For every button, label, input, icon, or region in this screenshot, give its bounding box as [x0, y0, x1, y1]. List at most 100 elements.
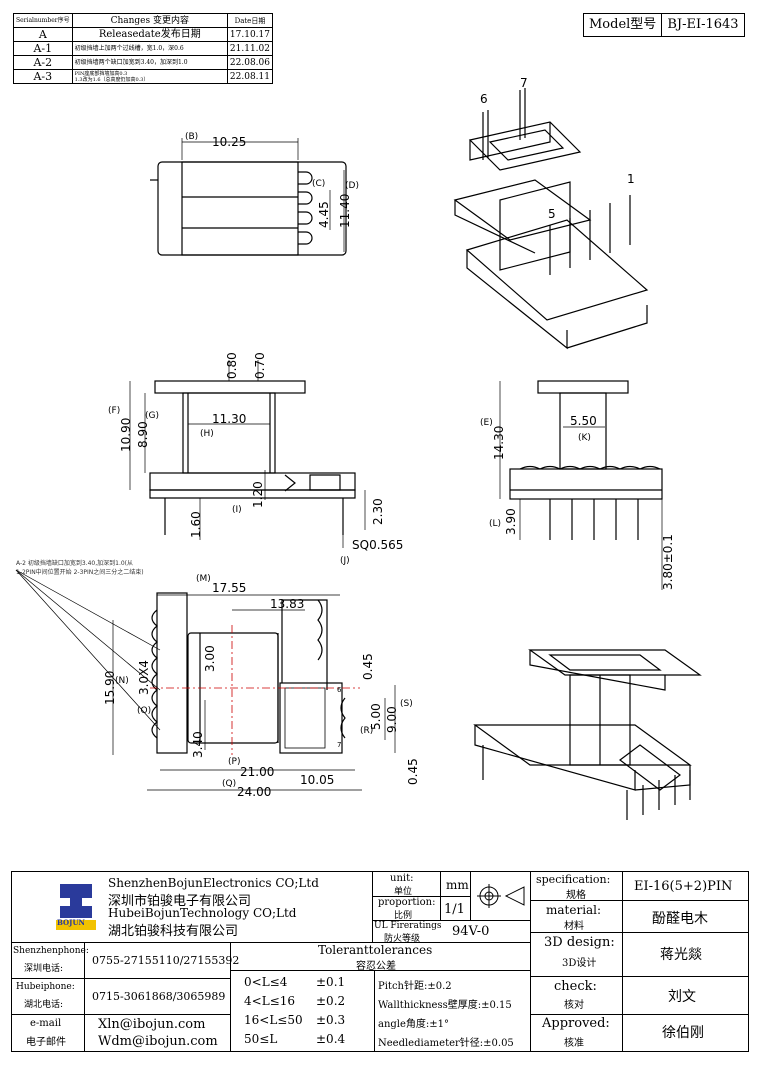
- approved-label: Approved:: [542, 1016, 610, 1031]
- dim-label: (I): [232, 505, 242, 515]
- company-cn-2: 湖北铂骏科技有限公司: [108, 924, 239, 939]
- dim-value: 0.45: [406, 758, 420, 785]
- rev-id: A-3: [13, 69, 73, 84]
- technical-drawing: (B) 10.25 (C) (D) 4.45 11.40 0.80 0.70 (…: [15, 76, 702, 820]
- dim-label: (K): [578, 433, 591, 443]
- dim-value: 1.60: [189, 511, 203, 538]
- spec-value: EI-16(5+2)PIN: [634, 879, 733, 894]
- pin-number: 5: [548, 207, 556, 221]
- logo-text: BOJUN: [57, 918, 85, 927]
- tol-range: 50≤L: [244, 1032, 278, 1046]
- front-view: [149, 380, 356, 535]
- dim-value: 10.05: [300, 773, 334, 787]
- dim-value: 3.00: [203, 645, 217, 672]
- tol-title: Toleranttolerances: [318, 943, 433, 957]
- design-label-cn: 3D设计: [562, 958, 597, 969]
- proportion-value: 1/1: [444, 902, 465, 917]
- tol-title-cn: 容忍公差: [356, 961, 396, 972]
- unit-label-cn: 单位: [394, 887, 413, 897]
- dim-label: (B): [185, 132, 198, 142]
- tol-angle: angle角度:±1°: [378, 1019, 450, 1030]
- dim-value: 11.30: [212, 412, 246, 426]
- ul-label-cn: 防火等级: [384, 934, 421, 944]
- check-label-cn: 核对: [564, 1000, 584, 1011]
- dim-value: 8.90: [136, 421, 150, 448]
- dim-label: (Q): [222, 779, 236, 789]
- sz-phone-value: 0755-27155110/27155392: [92, 954, 240, 967]
- dim-label: (M): [196, 574, 211, 584]
- material-label-cn: 材料: [564, 921, 584, 932]
- dim-value: 24.00: [237, 785, 271, 799]
- ul-value: 94V-0: [452, 924, 490, 939]
- design-value: 蒋光燚: [660, 947, 702, 963]
- tol-wall: Wallthickness壁厚度:±0.15: [378, 1000, 512, 1011]
- title-block: BOJUN ShenzhenBojunElectronics CO;Ltd 深圳…: [11, 871, 749, 1052]
- design-label: 3D design:: [544, 935, 615, 950]
- top-view: [150, 161, 347, 256]
- dim-label: (N): [115, 676, 129, 686]
- dim-value: 11.40: [338, 194, 352, 228]
- check-value: 刘文: [668, 989, 696, 1005]
- tol-value: ±0.3: [316, 1013, 346, 1027]
- dim-value: SQ0.565: [352, 538, 403, 552]
- projection-symbol-icon: [477, 884, 525, 908]
- model-label: Model型号: [584, 14, 663, 36]
- rev-change-line1: PIN座底部挡墙加高0.3: [74, 70, 128, 77]
- dim-value: 14.30: [492, 426, 506, 460]
- model-box: Model型号 BJ-EI-1643: [583, 13, 745, 37]
- pin-number: 6: [337, 686, 342, 694]
- material-value: 酚醛电木: [652, 911, 708, 927]
- dim-value: 13.83: [270, 597, 304, 611]
- pin-number: 1: [627, 172, 635, 186]
- tol-range: 4<L≤16: [244, 994, 295, 1008]
- dim-value: 2.30: [371, 498, 385, 525]
- dim-label: (O): [137, 706, 151, 716]
- dim-value: 10.90: [119, 418, 133, 452]
- hb-phone-label-cn: 湖北电话:: [24, 1000, 64, 1010]
- dim-value: 21.00: [240, 765, 274, 779]
- tol-value: ±0.4: [316, 1032, 346, 1046]
- dim-label: (G): [145, 411, 159, 421]
- proportion-label: proportion:: [378, 897, 436, 908]
- model-value: BJ-EI-1643: [667, 17, 739, 32]
- bojun-logo-icon: [56, 884, 96, 930]
- dim-label: (L): [489, 519, 501, 529]
- company-en-1: ShenzhenBojunElectronics CO;Ltd: [108, 876, 319, 890]
- dim-value: 15.90: [103, 671, 117, 705]
- dim-value: 3.80±0.1: [661, 534, 675, 590]
- email-1: Xln@ibojun.com: [98, 1017, 206, 1032]
- company-en-2: HubeiBojunTechnology CO;Ltd: [108, 906, 297, 920]
- dim-value: 3.90: [504, 508, 518, 535]
- dim-value: 5.50: [570, 414, 597, 428]
- ul-label: UL Fireratings: [374, 921, 442, 931]
- email-label: e-mail: [30, 1018, 62, 1029]
- dim-value: 17.55: [212, 581, 246, 595]
- email-label-cn: 电子邮件: [26, 1037, 66, 1048]
- dim-label: (F): [108, 406, 120, 416]
- email-2: Wdm@ibojun.com: [98, 1034, 218, 1049]
- tol-value: ±0.1: [316, 975, 346, 989]
- sz-phone-label-cn: 深圳电话:: [24, 964, 64, 974]
- tol-range: 0<L≤4: [244, 975, 288, 989]
- pin-number: 6: [480, 92, 488, 106]
- dim-value: 5.00: [369, 703, 383, 730]
- iso-view-top: [453, 88, 649, 350]
- rev-date: 22.08.11: [226, 69, 274, 84]
- hb-phone-value: 0715-3061868/3065989: [92, 990, 226, 1003]
- dim-label: (R): [360, 726, 373, 736]
- sz-phone-label: Shenzhenphone:: [13, 946, 89, 956]
- tol-needle: Needlediameter针径:±0.05: [378, 1038, 514, 1049]
- dim-label: (H): [200, 429, 214, 439]
- dim-value: 3.40: [191, 731, 205, 758]
- dim-label: (S): [400, 699, 413, 709]
- bottom-view: [151, 592, 346, 754]
- dim-label: (J): [340, 556, 350, 566]
- revision-table: Serialnumber序号 Changes 变更内容 Date日期 A Rel…: [13, 13, 274, 84]
- tol-pitch: Pitch针距:±0.2: [378, 981, 452, 992]
- spec-label-cn: 规格: [566, 890, 586, 901]
- pin-number: 7: [337, 741, 341, 749]
- dim-label: (C): [312, 179, 325, 189]
- dim-value: 1.20: [251, 481, 265, 508]
- dim-label: (D): [345, 181, 359, 191]
- dim-label: (E): [480, 418, 493, 428]
